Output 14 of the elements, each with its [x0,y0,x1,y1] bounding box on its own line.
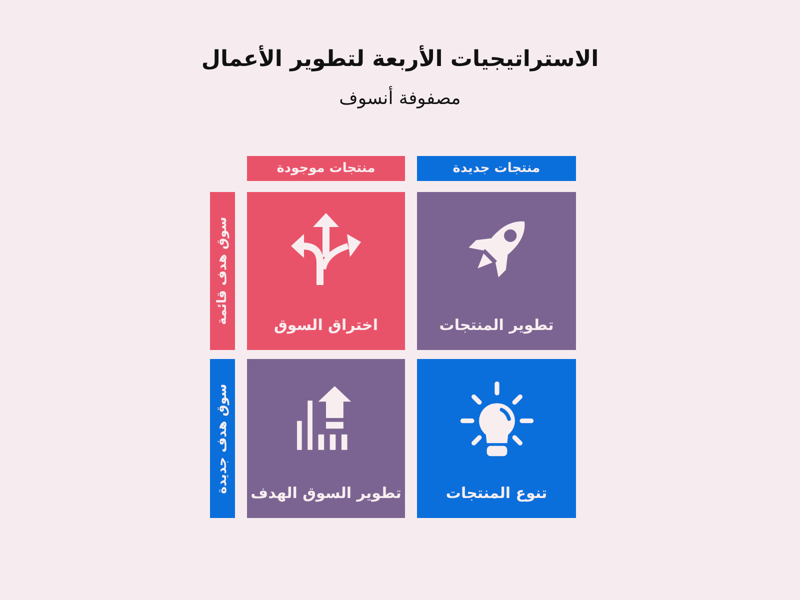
title: الاستراتيجيات الأربعة لتطوير الأعمال [201,47,599,72]
subtitle: مصفوفة أنسوف [339,88,461,109]
row-header: سوق هدف جديدة [210,359,235,518]
strategy-name: تنوع المنتجات [446,484,548,502]
strategy-tile [247,192,405,350]
column-header: منتجات موجودة [247,156,405,181]
strategy-name: تطوير السوق الهدف [250,484,402,502]
strategy-tile [417,359,576,518]
strategy-name: اختراق السوق [274,316,378,334]
strategy-name: تطوير المنتجات [439,316,554,334]
row-header: سوق هدف قائمة [210,192,235,350]
column-header: منتجات جديدة [417,156,576,181]
strategy-tile [247,359,405,518]
strategy-tile [417,192,576,350]
